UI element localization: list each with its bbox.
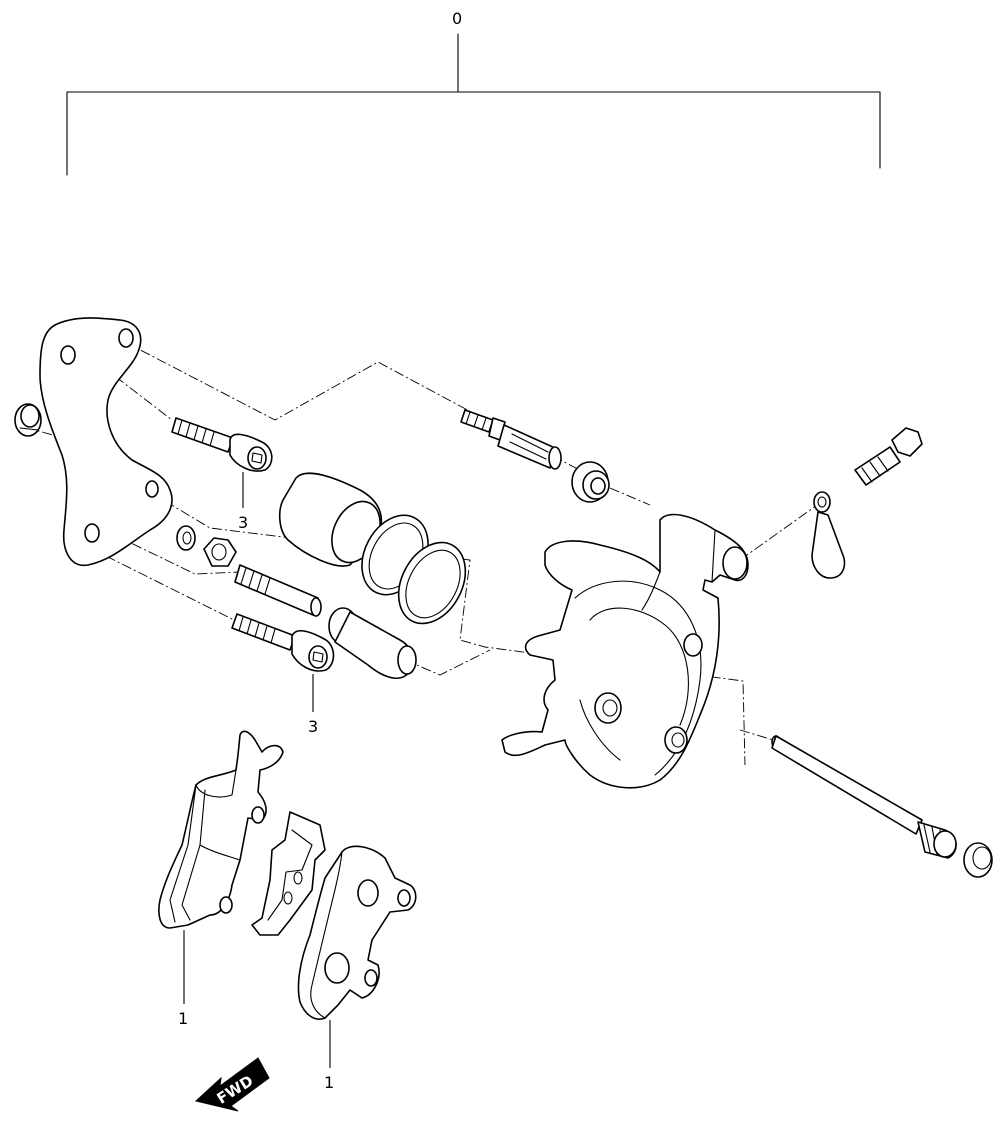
dust-seal xyxy=(397,541,467,625)
pin-boot-upper xyxy=(571,461,610,503)
fwd-arrow-icon xyxy=(194,1057,270,1112)
callout-bolt-upper: 3 xyxy=(238,513,248,532)
bleed-cap xyxy=(811,491,846,579)
pad-pin-plug xyxy=(963,842,993,878)
spring-washer xyxy=(176,525,196,551)
bleed-screw xyxy=(854,427,923,486)
callout-bolt-lower: 3 xyxy=(308,717,318,736)
bracket-bolt-upper xyxy=(171,417,273,472)
callout-assembly: 0 xyxy=(452,9,462,28)
pad-pin xyxy=(771,735,957,859)
caliper-body xyxy=(501,513,749,789)
assembly-bracket xyxy=(66,33,881,176)
hex-nut xyxy=(203,537,237,567)
callout-pad-left: 1 xyxy=(178,1009,188,1028)
slide-pin-lower xyxy=(328,607,417,680)
flange-nut xyxy=(14,403,42,437)
mounting-bracket xyxy=(39,317,173,566)
brake-pad-right xyxy=(297,845,417,1020)
bracket-bolt-lower xyxy=(231,613,335,672)
slide-pin-upper xyxy=(460,409,562,470)
brake-pad-left xyxy=(158,730,284,929)
fwd-direction-arrow: FWD xyxy=(194,1057,270,1112)
pad-spring-clip xyxy=(251,811,326,936)
callout-pad-right: 1 xyxy=(324,1073,334,1092)
stud-bolt xyxy=(234,564,322,617)
